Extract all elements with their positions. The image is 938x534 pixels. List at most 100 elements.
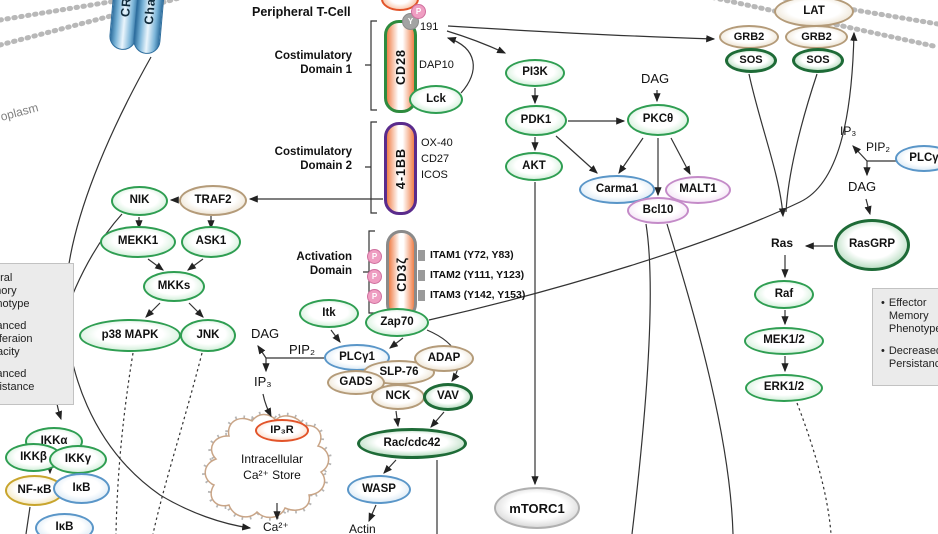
41bb-label: 4-1BB xyxy=(393,147,408,190)
node-sos-left: SOS xyxy=(725,48,777,73)
edge-nck-rac xyxy=(393,410,401,428)
ip3-right-label: IP₃ xyxy=(840,124,857,138)
node-zap70: Zap70 xyxy=(365,308,429,337)
dap10-label: DAP10 xyxy=(419,59,454,71)
domain3-label: Activation Domain xyxy=(296,251,352,277)
bullet-icon: • xyxy=(881,297,885,309)
node-nck: NCK xyxy=(371,384,425,410)
site-191-label: 191 xyxy=(420,21,439,33)
edge-p38-nucleus xyxy=(115,352,134,534)
node-ip3r: IP₃R xyxy=(255,419,309,442)
itam3-row: ITAM3 (Y142, Y153) xyxy=(418,289,525,301)
itam-bullet-icon xyxy=(418,249,425,261)
edge-mkks-p38 xyxy=(145,302,161,318)
cd28-label: CD28 xyxy=(393,48,408,85)
edge-pip2-dag xyxy=(257,345,267,359)
edge-sos-ras-left xyxy=(748,73,787,218)
receptor-41bb: 4-1BB xyxy=(384,122,417,215)
ras-label: Ras xyxy=(771,236,794,250)
note-item: •Central Memory Phenotype xyxy=(0,272,65,311)
car-chain-2-label: Cha xyxy=(141,0,158,25)
domain2-label: Costimulatory Domain 2 xyxy=(274,146,352,172)
car-chain-1-label: CR xyxy=(117,0,134,18)
node-nik: NIK xyxy=(111,186,168,216)
cd3zeta-label: CD3ζ xyxy=(394,257,409,292)
node-akt: AKT xyxy=(505,152,563,181)
node-plcg: PLCγ xyxy=(895,145,938,172)
note-item: •Decreased Persistance xyxy=(881,345,938,371)
note-text: Decreased Persistance xyxy=(888,344,938,370)
note-text: Effector Memory Phenotype xyxy=(888,297,938,335)
itam-bullet-icon xyxy=(418,289,425,301)
phospho-p-itam2-icon: P xyxy=(367,269,382,284)
node-mek12: MEK1/2 xyxy=(744,327,824,355)
node-rac-cdc42: Rac/cdc42 xyxy=(357,428,467,459)
itam1-row: ITAM1 (Y72, Y83) xyxy=(418,249,514,261)
actin-label: Actin xyxy=(349,522,376,534)
edge-itk-plcg1 xyxy=(330,329,341,343)
pip2-left-label: PIP₂ xyxy=(289,342,315,357)
edge-erk-nucleus xyxy=(796,402,832,534)
p-label: P xyxy=(371,272,378,281)
membrane-right-outer xyxy=(780,0,938,27)
phospho-p-itam1-icon: P xyxy=(367,249,382,264)
edge-mkks-jnk xyxy=(188,302,204,318)
y-label: Y xyxy=(407,17,414,26)
right-outcome-box: •Effector Memory Phenotype •Decreased Pe… xyxy=(872,288,938,386)
edge-zap70-lat xyxy=(428,31,858,321)
node-mkks: MKKs xyxy=(143,271,205,302)
ca2-label: Ca²⁺ xyxy=(263,520,289,534)
note-text: Enhanced Persistance xyxy=(0,367,35,393)
node-pkctheta: PKCθ xyxy=(627,104,689,136)
edge-191-pi3k xyxy=(446,30,507,54)
node-grb2-left: GRB2 xyxy=(719,25,779,49)
edges xyxy=(25,25,897,534)
domain1-label: Costimulatory Domain 1 xyxy=(274,50,352,76)
membrane-left-inner xyxy=(0,0,182,48)
edge-rac-wasp xyxy=(383,459,397,474)
node-malt1: MALT1 xyxy=(665,176,731,204)
edge-lck-191 xyxy=(446,37,474,94)
dag-left-label: DAG xyxy=(251,326,280,341)
p-label: P xyxy=(415,7,422,16)
edge-jnk-nucleus xyxy=(152,352,203,534)
edge-pkctheta-carma1 xyxy=(618,137,644,174)
node-pi3k: PI3K xyxy=(505,59,565,87)
receptor-cd3zeta: CD3ζ xyxy=(386,230,417,319)
node-wasp: WASP xyxy=(347,475,411,504)
edge-bcl10-down-left xyxy=(631,223,651,534)
itam2-label: ITAM2 (Y111, Y123) xyxy=(430,269,525,281)
edge-191-grb2 xyxy=(447,25,716,43)
edge-sos-ras-right xyxy=(785,73,818,213)
node-itk: Itk xyxy=(299,299,359,328)
note-item: •Effector Memory Phenotype xyxy=(881,297,938,336)
node-sos-right: SOS xyxy=(792,48,844,73)
edge-wasp-actin xyxy=(368,504,377,523)
node-ikkg: IKKγ xyxy=(49,445,107,474)
left-outcome-box: •Central Memory Phenotype •Enhanced Prol… xyxy=(0,263,74,405)
edge-zap70-plcg1 xyxy=(389,337,404,349)
node-vav: VAV xyxy=(423,383,473,411)
node-p38-mapk: p38 MAPK xyxy=(79,319,181,352)
node-lck: Lck xyxy=(409,85,463,114)
phospho-p-icon: P xyxy=(411,4,426,19)
node-pdk1: PDK1 xyxy=(505,105,567,136)
edge-mekk1-mkks xyxy=(147,258,164,271)
edge-pkctheta-malt1 xyxy=(670,137,691,176)
note-text: Central Memory Phenotype xyxy=(0,272,30,310)
node-mekk1: MEKK1 xyxy=(100,226,176,258)
ip3-left-label: IP₃ xyxy=(254,374,272,389)
phospho-p-itam3-icon: P xyxy=(367,289,382,304)
store-label-1: Intracellular xyxy=(240,452,304,466)
note-item: •Enhanced Persistance xyxy=(0,368,65,394)
edge-ask1-mkks xyxy=(187,258,204,271)
node-jnk: JNK xyxy=(180,319,236,352)
node-grb2-right: GRB2 xyxy=(785,25,848,49)
pip2-right-label: PIP₂ xyxy=(866,140,890,154)
p-label: P xyxy=(371,252,378,261)
itam1-label: ITAM1 (Y72, Y83) xyxy=(430,249,514,261)
store-label-2: Ca²⁺ Store xyxy=(243,468,301,482)
node-raf: Raf xyxy=(754,280,814,309)
edge-pip2-ip3-right xyxy=(852,145,868,162)
membrane-left-outer xyxy=(0,0,137,23)
